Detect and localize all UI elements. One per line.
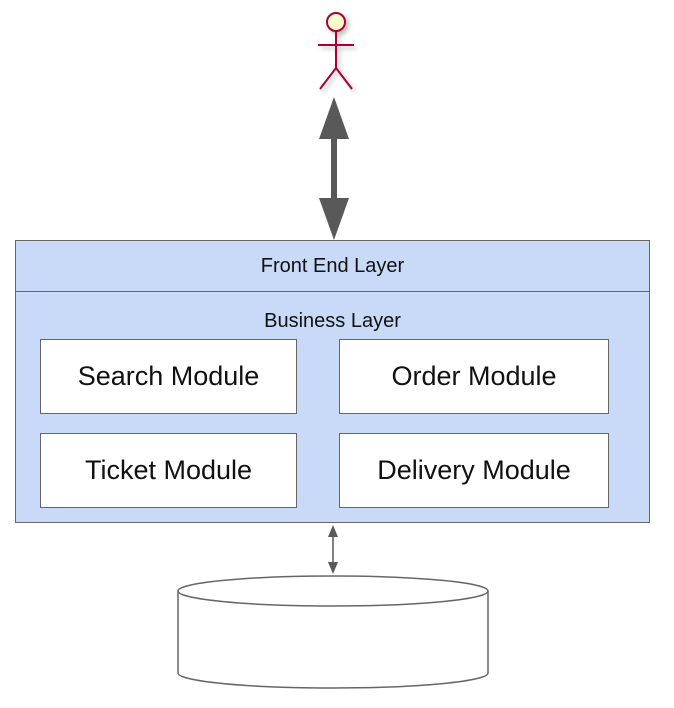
business-to-database-arrow <box>328 525 338 574</box>
front-end-layer: Front End Layer <box>16 241 649 292</box>
order-module-label: Order Module <box>391 361 557 391</box>
small-arrow-head-up <box>328 525 338 537</box>
actor-left-leg <box>319 67 337 90</box>
small-arrow-head-down <box>328 562 338 574</box>
ticket-module-label: Ticket Module <box>84 455 253 485</box>
architecture-layers: Front End Layer Business Layer Search Mo… <box>15 240 650 523</box>
order-module-box: Order Module <box>339 339 609 414</box>
stick-figure-actor-icon <box>318 12 354 90</box>
search-module-label: Search Module <box>77 361 260 391</box>
delivery-module-label: Delivery Module <box>377 455 571 485</box>
database-top <box>177 575 489 607</box>
actor-head <box>326 12 346 32</box>
search-module-box: Search Module <box>40 339 297 414</box>
database-cylinder-icon <box>177 575 489 689</box>
ticket-module-box: Ticket Module <box>40 433 297 508</box>
actor-right-leg <box>335 67 353 90</box>
arrow-head-up <box>319 97 349 139</box>
front-end-layer-label: Front End Layer <box>260 254 405 277</box>
actor-to-front-end-arrow <box>319 97 349 240</box>
database-body <box>177 591 489 689</box>
arrow-head-down <box>319 198 349 240</box>
business-layer-label: Business Layer <box>264 310 401 332</box>
delivery-module-box: Delivery Module <box>339 433 609 508</box>
